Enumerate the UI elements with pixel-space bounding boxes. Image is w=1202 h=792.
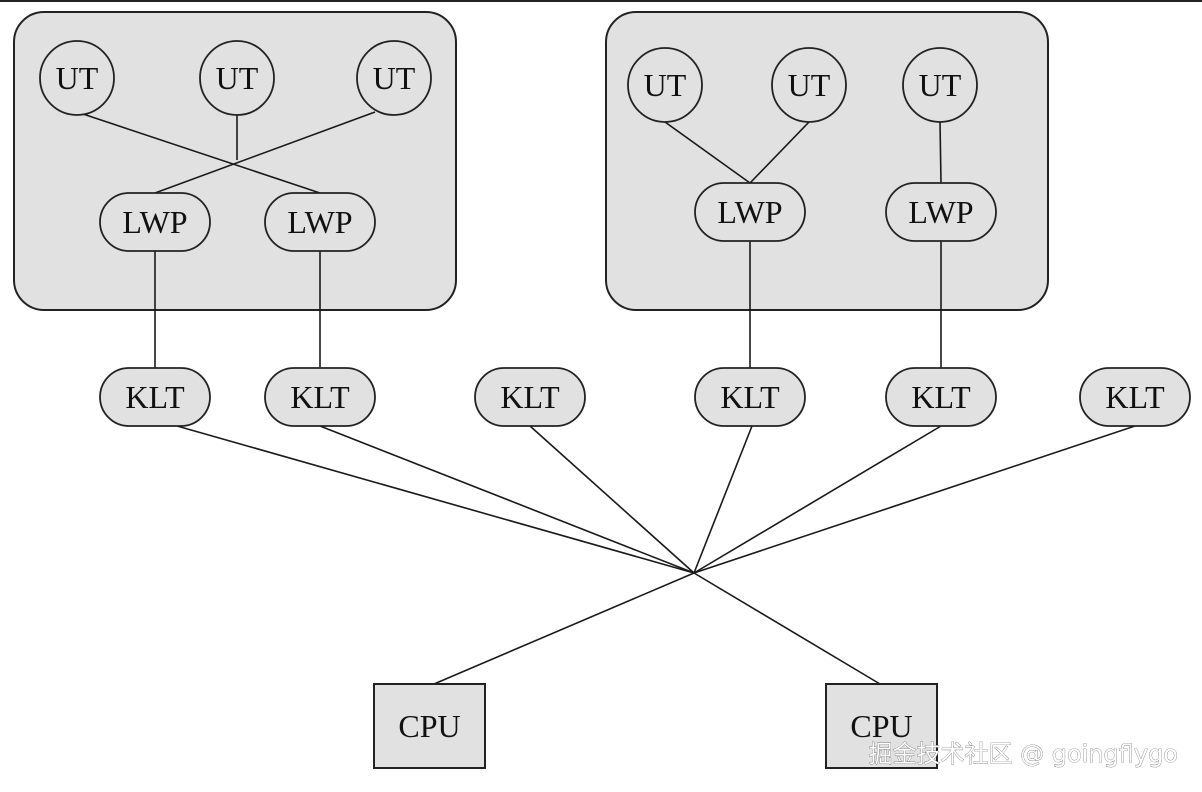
lwp-p2-lwp2: LWP bbox=[885, 182, 997, 242]
edges bbox=[79, 111, 1136, 685]
user-thread-p2-ut3-label: UT bbox=[919, 67, 962, 103]
kernel-thread-klt3-label: KLT bbox=[500, 379, 560, 415]
user-thread-p1-ut2-shape bbox=[199, 40, 275, 116]
user-thread-p2-ut1-shape bbox=[627, 47, 703, 123]
lwp-p2-lwp2-shape bbox=[885, 182, 997, 242]
user-thread-p1-ut3: UT bbox=[356, 40, 432, 116]
cpu-cpu1: CPU bbox=[373, 683, 486, 769]
user-thread-p1-ut3-shape bbox=[356, 40, 432, 116]
edge-klt1-to-hub bbox=[176, 425, 695, 574]
watermark-text: 掘金技术社区 @ goingflygo bbox=[868, 740, 1178, 768]
lwp-p1-lwp1: LWP bbox=[99, 192, 211, 252]
kernel-thread-klt3: KLT bbox=[474, 367, 586, 427]
lwp-p1-lwp2-shape bbox=[264, 192, 376, 252]
edge-klt2-to-hub bbox=[319, 425, 695, 574]
user-thread-p1-ut1-label: UT bbox=[56, 60, 99, 96]
kernel-thread-klt4-label: KLT bbox=[720, 379, 780, 415]
kernel-thread-klt3-shape bbox=[474, 367, 586, 427]
lwp-p1-lwp2-label: LWP bbox=[287, 204, 352, 240]
user-thread-p2-ut3: UT bbox=[902, 47, 978, 123]
cpu-cpu1-shape bbox=[373, 683, 486, 769]
kernel-thread-klt6-label: KLT bbox=[1105, 379, 1165, 415]
lwp-p2-lwp1-label: LWP bbox=[717, 194, 782, 230]
kernel-thread-klt1-shape bbox=[99, 367, 211, 427]
cpu-cpu2-label: CPU bbox=[850, 708, 912, 744]
user-thread-p2-ut3-shape bbox=[902, 47, 978, 123]
edge-p1-ut3-to-p1-lwp1 bbox=[154, 111, 376, 194]
user-thread-p1-ut1: UT bbox=[39, 40, 115, 116]
lwp-p2-lwp1: LWP bbox=[694, 182, 806, 242]
user-thread-p1-ut3-label: UT bbox=[373, 60, 416, 96]
kernel-thread-klt1-label: KLT bbox=[125, 379, 185, 415]
kernel-thread-klt1: KLT bbox=[99, 367, 211, 427]
edge-p1-ut1-to-p1-lwp2 bbox=[79, 112, 321, 194]
user-thread-p1-ut1-shape bbox=[39, 40, 115, 116]
user-thread-p1-ut2-label: UT bbox=[216, 60, 259, 96]
kernel-thread-klt4: KLT bbox=[694, 367, 806, 427]
kernel-thread-klt6: KLT bbox=[1079, 367, 1191, 427]
kernel-thread-klt2-shape bbox=[264, 367, 376, 427]
user-thread-p1-ut2: UT bbox=[199, 40, 275, 116]
user-thread-p2-ut2-shape bbox=[771, 47, 847, 123]
kernel-thread-klt5-shape bbox=[885, 367, 997, 427]
edge-hub-to-cpu2 bbox=[693, 572, 881, 685]
cpu-cpu2-shape bbox=[825, 683, 938, 769]
cpu-cpu1-label: CPU bbox=[398, 708, 460, 744]
lwp-p1-lwp1-label: LWP bbox=[122, 204, 187, 240]
kernel-thread-klt2: KLT bbox=[264, 367, 376, 427]
user-thread-p2-ut1-label: UT bbox=[644, 67, 687, 103]
kernel-thread-klt5: KLT bbox=[885, 367, 997, 427]
edge-klt5-to-hub bbox=[693, 425, 942, 574]
lwp-p2-lwp2-label: LWP bbox=[908, 194, 973, 230]
lwp-p2-lwp1-shape bbox=[694, 182, 806, 242]
cpu-cpu2: CPU bbox=[825, 683, 938, 769]
kernel-thread-klt4-shape bbox=[694, 367, 806, 427]
lwp-p1-lwp2: LWP bbox=[264, 192, 376, 252]
user-thread-p2-ut1: UT bbox=[627, 47, 703, 123]
edge-p2-ut3-to-p2-lwp2 bbox=[939, 121, 942, 184]
kernel-thread-klt2-label: KLT bbox=[290, 379, 350, 415]
kernel-thread-klt5-label: KLT bbox=[911, 379, 971, 415]
edge-p2-ut1-to-p2-lwp1 bbox=[664, 121, 751, 184]
edge-klt3-to-hub bbox=[529, 425, 695, 574]
edge-klt6-to-hub bbox=[693, 425, 1136, 574]
lwp-p1-lwp1-shape bbox=[99, 192, 211, 252]
edge-p2-ut2-to-p2-lwp1 bbox=[749, 121, 810, 184]
edge-klt4-to-hub bbox=[693, 425, 753, 574]
edge-hub-to-cpu1 bbox=[433, 572, 695, 685]
nodes: UT UT UT LWP LWP UT UT UT LWP LWP KLT KLT KLT KLT KLT K… bbox=[39, 40, 1191, 769]
user-thread-p2-ut2-label: UT bbox=[788, 67, 831, 103]
user-thread-p2-ut2: UT bbox=[771, 47, 847, 123]
kernel-thread-klt6-shape bbox=[1079, 367, 1191, 427]
